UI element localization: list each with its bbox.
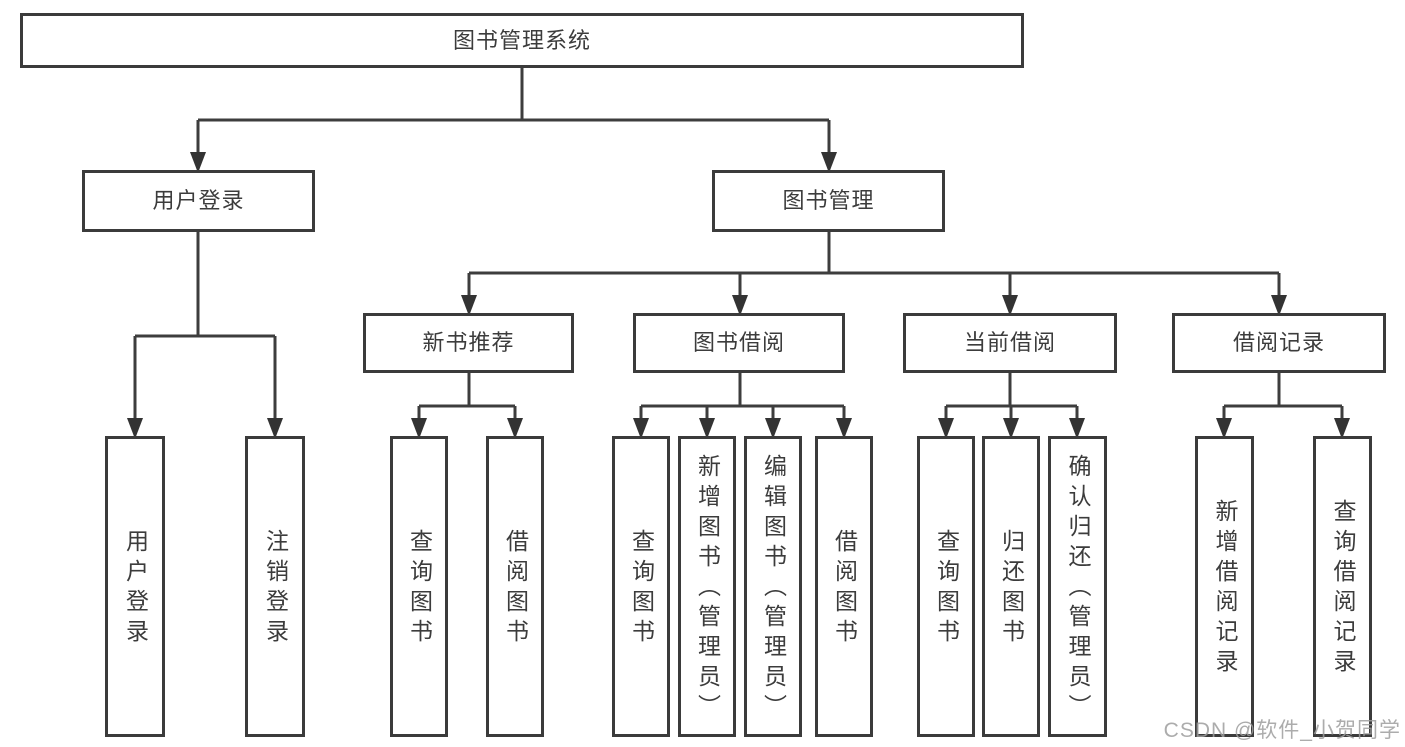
node-book-borrow: 图书借阅	[633, 313, 845, 373]
leaf-logout: 注销登录	[245, 436, 305, 737]
leaf-add-borrow-record: 新增借阅记录	[1195, 436, 1254, 737]
node-current-borrow: 当前借阅	[903, 313, 1117, 373]
node-library-system: 图书管理系统	[20, 13, 1024, 68]
leaf-return-book: 归还图书	[982, 436, 1040, 737]
leaf-query-books-borrow: 查询图书	[612, 436, 670, 737]
leaf-query-books-current: 查询图书	[917, 436, 975, 737]
csdn-watermark: CSDN @软件_小贺同学	[1163, 719, 1401, 742]
leaf-borrow-books-recommend: 借阅图书	[486, 436, 544, 737]
leaf-confirm-return-admin: 确认归还（管理员）	[1048, 436, 1107, 737]
node-borrow-records: 借阅记录	[1172, 313, 1386, 373]
node-book-management: 图书管理	[712, 170, 945, 232]
leaf-edit-book-admin: 编辑图书（管理员）	[744, 436, 802, 737]
node-user-login: 用户登录	[82, 170, 315, 232]
leaf-borrow-books-borrow: 借阅图书	[815, 436, 873, 737]
leaf-user-login: 用户登录	[105, 436, 165, 737]
leaf-query-books-recommend: 查询图书	[390, 436, 448, 737]
leaf-add-book-admin: 新增图书（管理员）	[678, 436, 736, 737]
leaf-query-borrow-record: 查询借阅记录	[1313, 436, 1372, 737]
node-new-book-recommend: 新书推荐	[363, 313, 574, 373]
